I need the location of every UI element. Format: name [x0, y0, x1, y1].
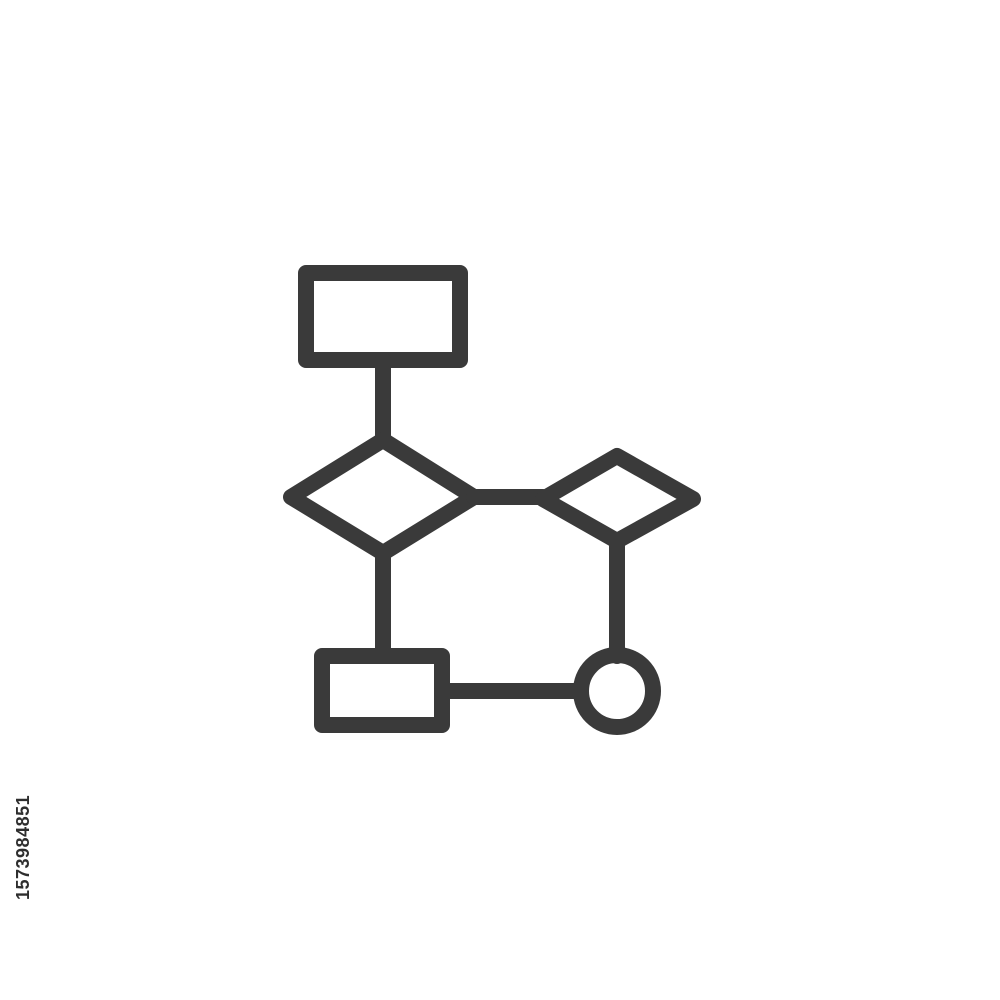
flowchart-terminal-circle	[573, 647, 661, 735]
stock-id-label: 1573984851	[13, 794, 33, 900]
flowchart-process-box-bottom	[314, 648, 450, 733]
flowchart-process-box-top	[298, 265, 468, 368]
flowchart-decision-diamond-left	[283, 432, 482, 561]
flowchart-decision-diamond-right	[535, 448, 701, 549]
